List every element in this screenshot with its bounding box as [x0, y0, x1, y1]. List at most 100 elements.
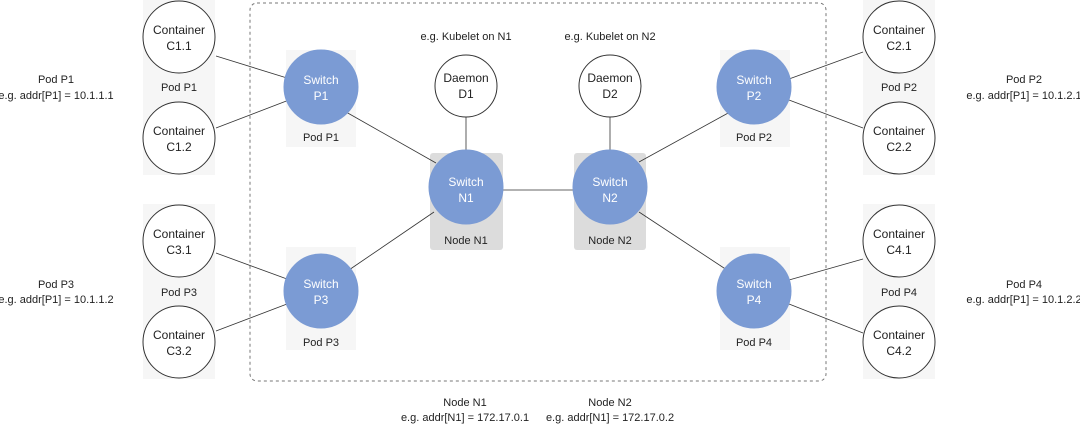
- container-c4-2-label-line2: C4.2: [886, 344, 912, 358]
- container-group-2-pod-label: Pod P2: [881, 82, 917, 94]
- switch-p2-label-line1: Switch: [736, 73, 771, 87]
- pod-address-p2-title: Pod P2: [1006, 74, 1042, 86]
- daemon-d2-label-line1: Daemon: [587, 71, 632, 85]
- container-c3-1-label-line1: Container: [153, 227, 205, 241]
- switch-p2-pod-label: Pod P2: [736, 132, 772, 144]
- node-address-n1-value: e.g. addr[N1] = 172.17.0.1: [401, 412, 529, 424]
- container-c4-2-label-line1: Container: [873, 328, 925, 342]
- node-address-n2-title: Node N2: [588, 397, 631, 409]
- switch-n2-circle: [572, 149, 648, 225]
- node-address-n2: Node N2 e.g. addr[N1] = 172.17.0.2: [546, 397, 674, 424]
- switch-p2: Switch P2 Pod P2: [716, 49, 792, 144]
- switch-p4-label-line2: P4: [747, 293, 762, 307]
- switch-p4-circle: [716, 253, 792, 329]
- container-c2-1-circle: [862, 0, 936, 74]
- node-address-n1-title: Node N1: [443, 397, 486, 409]
- switch-p3-circle: [283, 253, 359, 329]
- switch-n2: Switch N2 Node N2: [572, 149, 648, 247]
- container-group-3: Container C3.1 Pod P3 Container C3.2: [142, 204, 216, 379]
- link-p4-n2: [638, 211, 731, 273]
- container-c3-1-label-line2: C3.1: [166, 243, 192, 257]
- container-c1-2-circle: [142, 101, 216, 175]
- container-c2-1-label-line1: Container: [873, 23, 925, 37]
- switch-p1: Switch P1 Pod P1: [283, 49, 359, 144]
- pod-address-p3-value: e.g. addr[P1] = 10.1.1.2: [0, 294, 114, 306]
- link-c11-p1: [215, 55, 288, 79]
- container-group-4-pod-label: Pod P4: [881, 287, 917, 299]
- pod-address-p4-title: Pod P4: [1006, 279, 1042, 291]
- container-c1-1-label-line2: C1.1: [166, 39, 192, 53]
- container-c2-2-label-line1: Container: [873, 124, 925, 138]
- links: [215, 51, 864, 334]
- daemon-d2-circle: [578, 54, 642, 118]
- container-c1-1-circle: [142, 0, 216, 74]
- switch-p1-pod-label: Pod P1: [303, 132, 339, 144]
- switch-p2-label-line2: P2: [747, 89, 762, 103]
- switch-p1-circle: [283, 49, 359, 125]
- container-c1-2-label-line1: Container: [153, 124, 205, 138]
- daemon-d1-label-line1: Daemon: [443, 71, 488, 85]
- container-c2-2-label-line2: C2.2: [886, 140, 912, 154]
- switch-n1-circle: [428, 149, 504, 225]
- switch-p2-circle: [716, 49, 792, 125]
- container-c3-2-circle: [142, 305, 216, 379]
- pod-address-p3-title: Pod P3: [38, 279, 74, 291]
- switch-p4: Switch P4 Pod P4: [716, 253, 792, 349]
- daemon-d1-label-line2: D1: [458, 87, 474, 101]
- pod-address-p2-value: e.g. addr[P1] = 10.1.2.1: [966, 90, 1080, 102]
- switch-n1-label-line1: Switch: [448, 175, 483, 189]
- switch-n1: Switch N1 Node N1: [428, 149, 504, 247]
- daemon-d1-caption: e.g. Kubelet on N1: [420, 31, 511, 43]
- switch-p3-label-line1: Switch: [303, 277, 338, 291]
- node-address-n2-value: e.g. addr[N1] = 172.17.0.2: [546, 412, 674, 424]
- container-group-1-pod-label: Pod P1: [161, 82, 197, 94]
- container-c4-1-circle: [862, 204, 936, 278]
- pod-address-p1: Pod P1 e.g. addr[P1] = 10.1.1.1: [0, 74, 114, 102]
- container-c3-2-label-line2: C3.2: [166, 344, 192, 358]
- container-c4-1-label-line1: Container: [873, 227, 925, 241]
- switch-n2-label-line1: Switch: [592, 175, 627, 189]
- container-group-4: Container C4.1 Pod P4 Container C4.2: [862, 204, 936, 379]
- pod-address-p4-value: e.g. addr[P1] = 10.1.2.2: [966, 294, 1080, 306]
- switch-p3: Switch P3 Pod P3: [283, 253, 359, 349]
- pod-address-p3: Pod P3 e.g. addr[P1] = 10.1.1.2: [0, 279, 114, 306]
- switch-p1-label-line2: P1: [314, 89, 329, 103]
- container-c3-2-label-line1: Container: [153, 328, 205, 342]
- container-group-3-pod-label: Pod P3: [161, 287, 197, 299]
- switch-p4-pod-label: Pod P4: [736, 337, 772, 349]
- node-address-n1: Node N1 e.g. addr[N1] = 172.17.0.1: [401, 397, 529, 424]
- link-c31-p3: [215, 252, 288, 280]
- link-c41-p4: [788, 258, 864, 281]
- container-c1-1-label-line1: Container: [153, 23, 205, 37]
- switch-n1-label-line2: N1: [458, 191, 474, 205]
- daemon-d2-label-line2: D2: [602, 87, 618, 101]
- container-group-2: Container C2.1 Pod P2 Container C2.2: [862, 0, 936, 175]
- switch-p3-pod-label: Pod P3: [303, 337, 339, 349]
- daemon-d1: e.g. Kubelet on N1 Daemon D1: [420, 31, 512, 118]
- link-p3-n1: [345, 211, 435, 273]
- container-group-1: Container C1.1 Pod P1 Container C1.2: [142, 0, 216, 175]
- container-c2-1-label-line2: C2.1: [886, 39, 912, 53]
- container-c4-2-circle: [862, 305, 936, 379]
- link-p2-n2: [638, 111, 731, 163]
- daemon-d1-circle: [434, 54, 498, 118]
- switch-p3-label-line2: P3: [314, 293, 329, 307]
- pod-address-p1-value: e.g. addr[P1] = 10.1.1.1: [0, 90, 114, 102]
- link-c32-p3: [215, 303, 288, 332]
- daemon-d2-caption: e.g. Kubelet on N2: [564, 31, 655, 43]
- container-c2-2-circle: [862, 101, 936, 175]
- node-n1-label: Node N1: [444, 235, 487, 247]
- container-c4-1-label-line2: C4.1: [886, 243, 912, 257]
- switch-p1-label-line1: Switch: [303, 73, 338, 87]
- link-p1-n1: [345, 111, 437, 164]
- pod-address-p4: Pod P4 e.g. addr[P1] = 10.1.2.2: [966, 279, 1080, 306]
- link-c21-p2: [788, 51, 864, 80]
- daemon-d2: e.g. Kubelet on N2 Daemon D2: [564, 31, 656, 118]
- switch-p4-label-line1: Switch: [736, 277, 771, 291]
- container-c1-2-label-line2: C1.2: [166, 140, 192, 154]
- link-c22-p2: [788, 99, 864, 129]
- container-c3-1-circle: [142, 204, 216, 278]
- link-c42-p4: [788, 303, 864, 334]
- link-c12-p1: [215, 99, 290, 129]
